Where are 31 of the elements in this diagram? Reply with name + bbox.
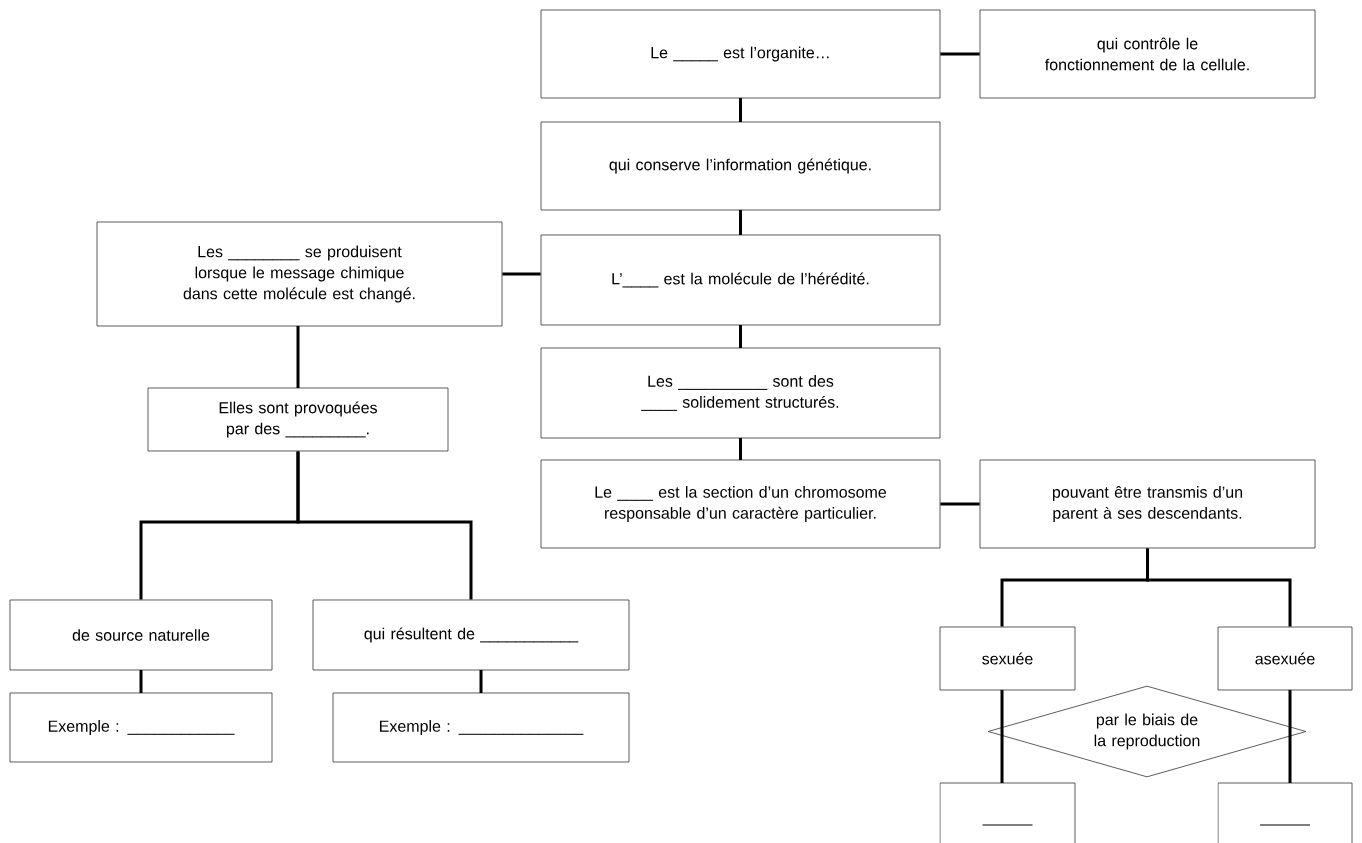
connector-line	[739, 210, 742, 235]
text-box: qui conserve l’information génétique.	[540, 121, 941, 211]
connector-line	[1000, 690, 1004, 783]
text-box: Les __________ sont des ____ solidement structurés.	[540, 347, 941, 439]
connector-line	[296, 326, 300, 388]
text-box: Exemple : ____________	[9, 692, 273, 763]
connector-line	[1146, 548, 1292, 627]
text-box: de source naturelle	[9, 599, 273, 671]
connector-line	[296, 451, 473, 600]
connector-line	[940, 502, 980, 506]
answer-box	[1217, 782, 1353, 843]
text-box: asexuée	[1217, 626, 1353, 691]
connector-line	[739, 438, 742, 460]
answer-box	[939, 782, 1076, 843]
text-box: sexuée	[939, 626, 1076, 691]
text-box: Exemple : ______________	[332, 692, 630, 763]
text-box: Elles sont provoquées par des _________.	[147, 387, 449, 452]
text-box: qui résultent de ___________	[312, 599, 630, 671]
text-box: pouvant être transmis d’un parent à ses descendants.	[979, 459, 1316, 549]
connector-line	[139, 670, 143, 693]
connector-line	[739, 325, 742, 348]
text-box: Le ____ est la section d’un chromosome responsable d’un caractère particulier.	[540, 459, 941, 549]
text-box: Les ________ se produisent lorsque le message chimique dans cette molécule est changé.	[96, 221, 503, 327]
connector-line	[739, 98, 742, 122]
connector-line	[502, 272, 541, 276]
connector-line	[940, 52, 980, 56]
text-box: qui contrôle le fonctionnement de la cellule.	[979, 9, 1316, 99]
text-box: Le _____ est l’organite…	[540, 9, 941, 99]
text-box: L’____ est la molécule de l’hérédité.	[540, 234, 941, 326]
connector-line	[479, 670, 483, 693]
connector-line	[1288, 690, 1292, 783]
